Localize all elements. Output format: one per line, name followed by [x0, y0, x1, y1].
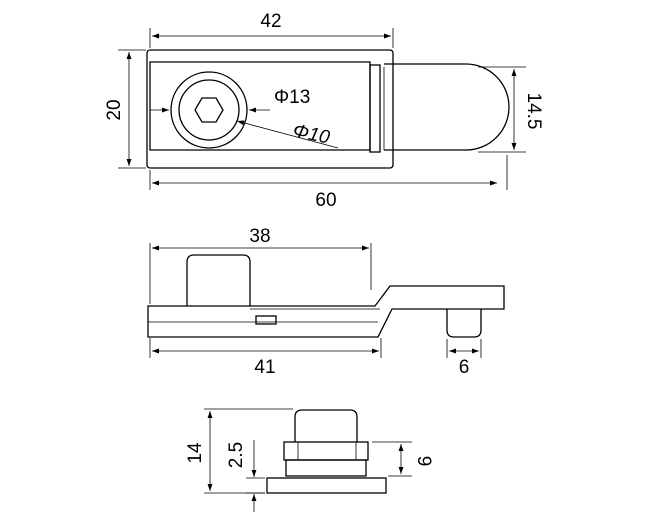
dim-top-width-label: 42 [260, 11, 281, 32]
side-stud-outline [446, 309, 482, 338]
dim-inner-dia-leader [236, 120, 339, 149]
top-slot-bar [369, 64, 381, 153]
end-collar-outline [285, 459, 367, 477]
end-cap-outline [294, 409, 358, 442]
top-plate-outline [146, 49, 394, 169]
side-body-outline [147, 285, 505, 338]
top-nose-outline [384, 63, 510, 151]
end-view: 14 2.5 9 [185, 408, 434, 512]
dim-top-length-label: 60 [315, 190, 336, 211]
side-view: 38 41 6 [147, 226, 505, 378]
dim-top-height-label: 20 [104, 99, 125, 120]
dim-end-base-label: 2.5 [226, 442, 247, 468]
dim-side-block-label: 38 [249, 226, 270, 247]
dim-side-stud-label: 6 [459, 357, 470, 378]
side-slot [255, 315, 277, 325]
bolt-inner-circle [178, 79, 240, 141]
top-view: 42 20 Φ13 Φ10 14.5 60 [104, 11, 544, 211]
dim-outer-dia-label: Φ13 [274, 87, 310, 108]
hex-socket-icon [194, 97, 224, 123]
dim-side-base-label: 41 [254, 357, 275, 378]
end-base-outline [266, 477, 387, 494]
side-block-outline [186, 254, 251, 306]
dim-end-height-label: 14 [185, 442, 206, 464]
bolt-outer-circle [170, 71, 248, 149]
dim-inner-dia-label: Φ10 [291, 120, 332, 148]
top-body-outline [149, 61, 371, 151]
dim-nose-height-label: 14.5 [523, 93, 544, 130]
dim-end-block-label: 9 [413, 456, 434, 467]
end-block-outline [283, 441, 369, 461]
